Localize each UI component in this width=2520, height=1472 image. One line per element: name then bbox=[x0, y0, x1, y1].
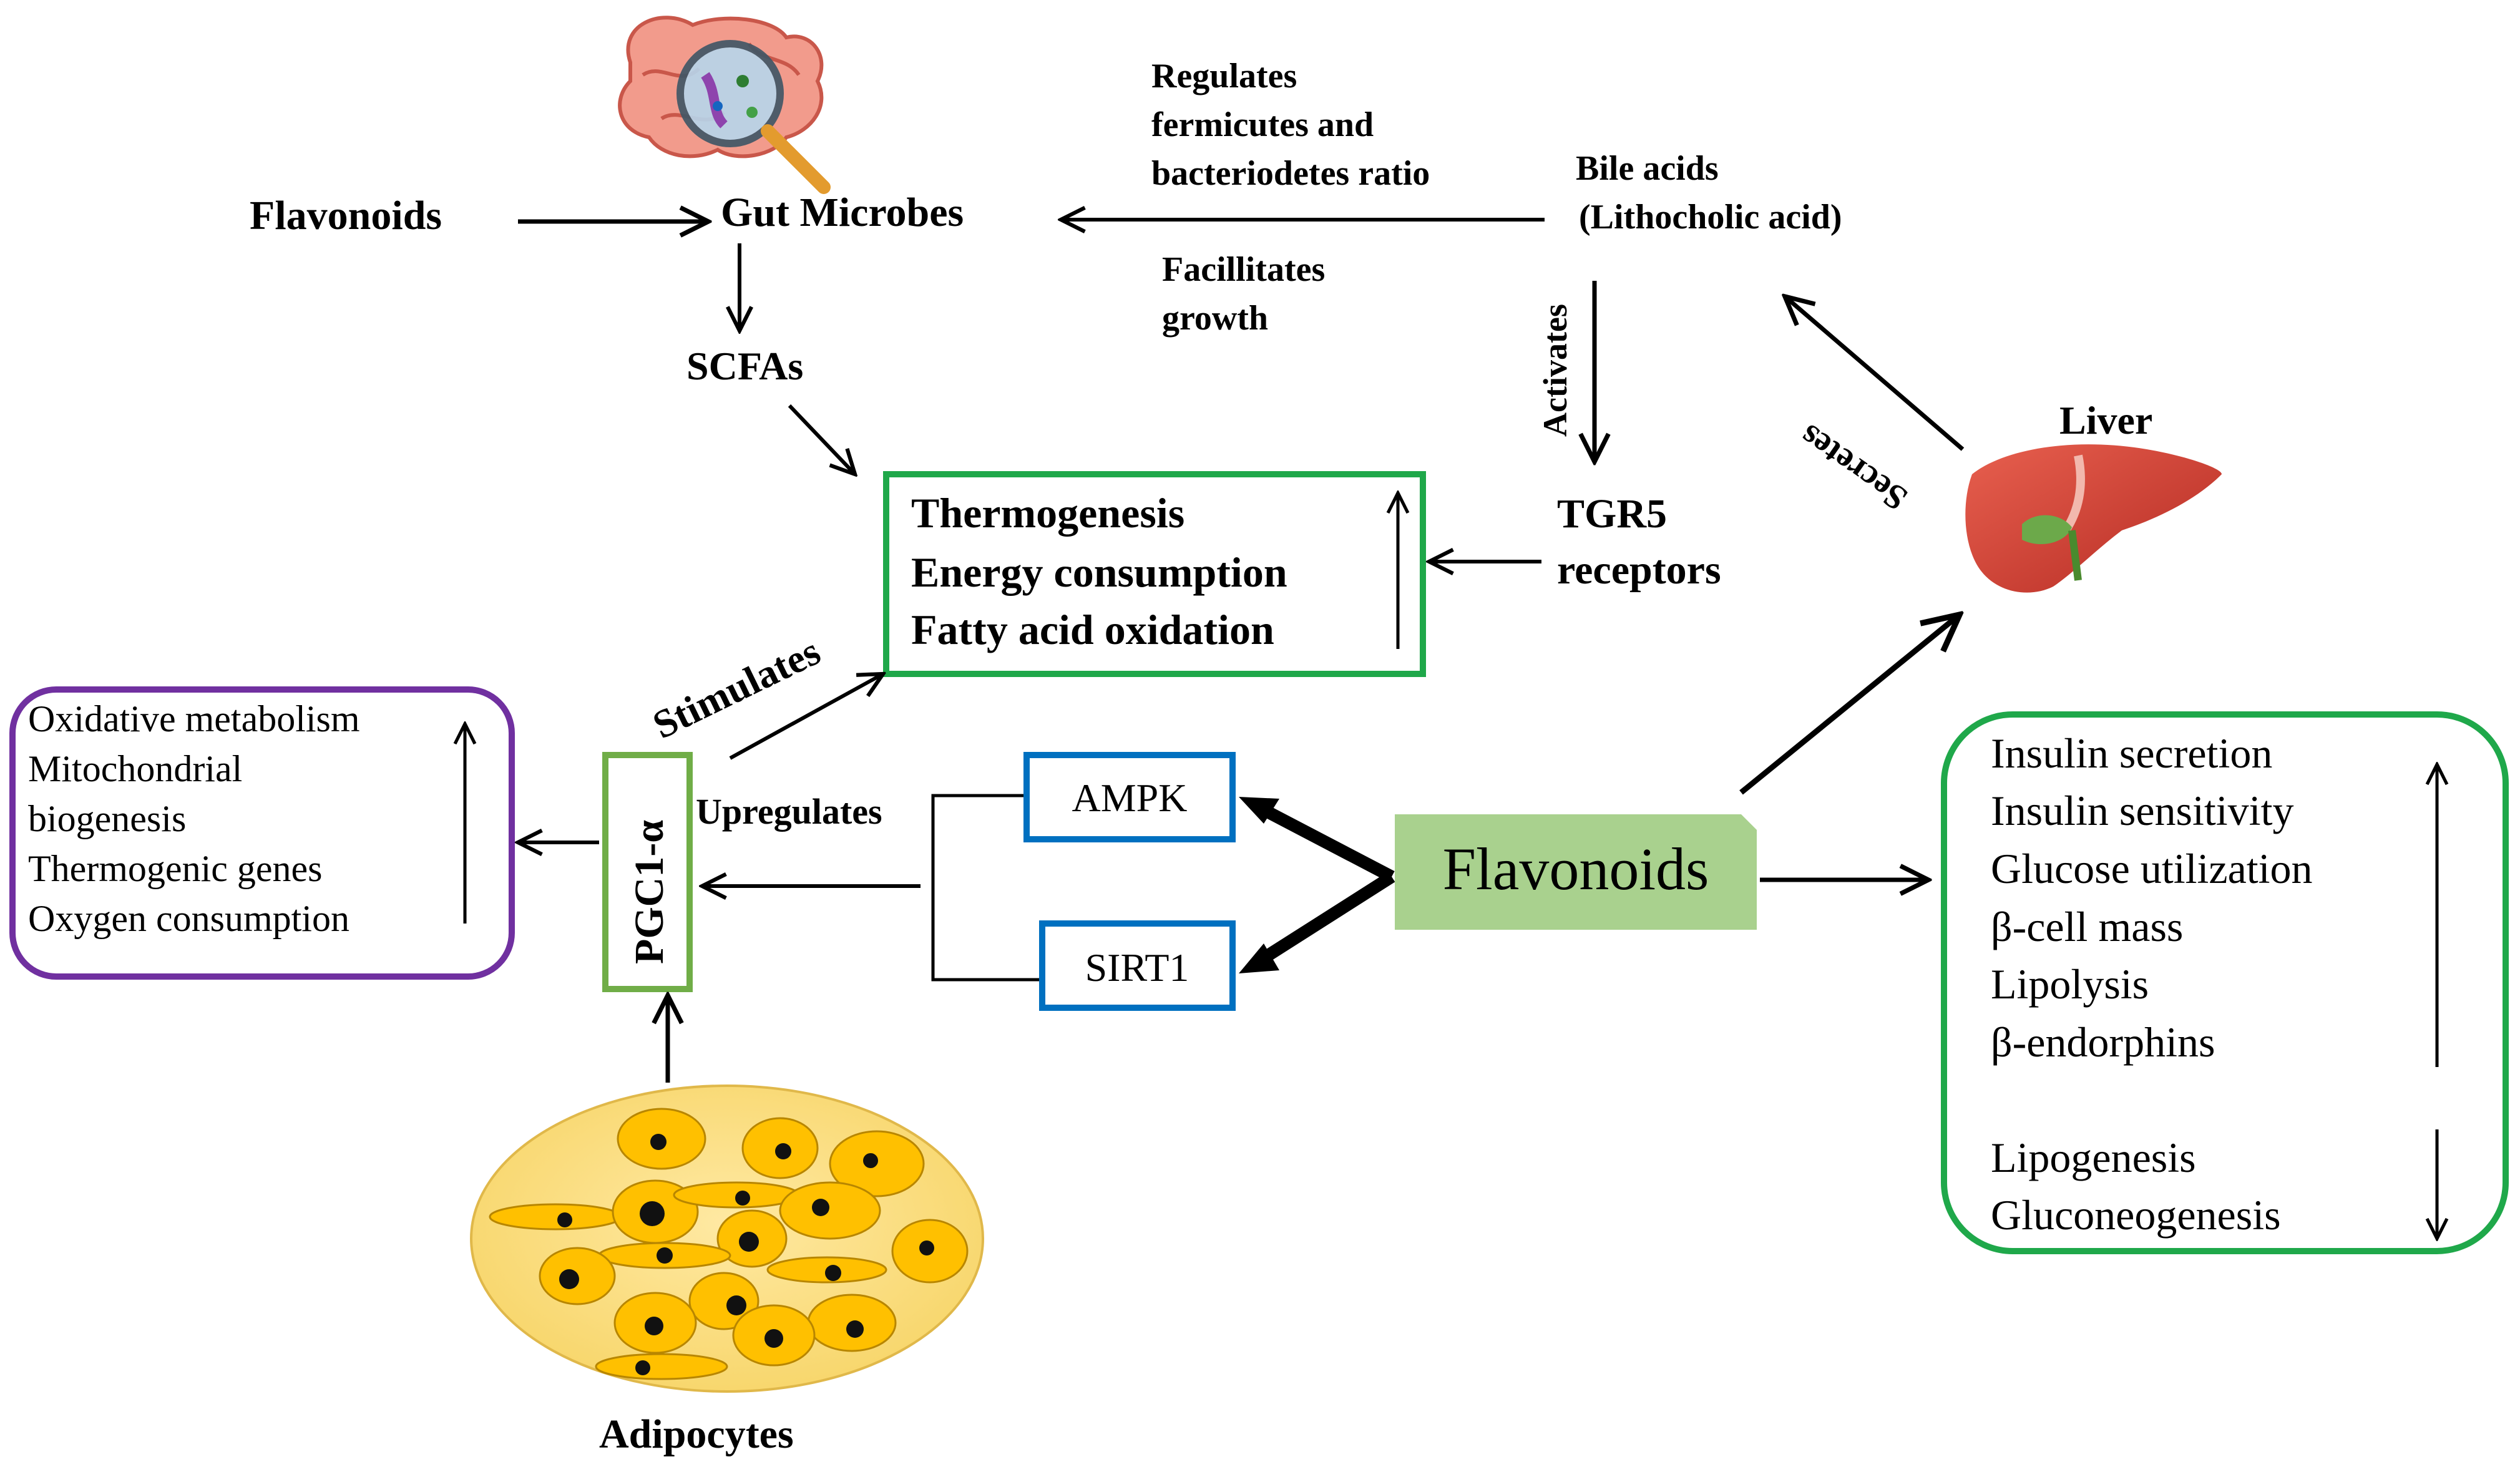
pgc-to-thermo-arrow bbox=[729, 674, 883, 760]
thermo-item: Fatty acid oxidation bbox=[911, 606, 1274, 653]
flavonoids-top-label: Flavonoids bbox=[250, 193, 442, 238]
adipocyte-cluster-icon bbox=[470, 1085, 984, 1393]
bile-acids-line-2: (Lithocholic acid) bbox=[1579, 198, 1842, 236]
bile-acids-line-1: Bile acids bbox=[1576, 149, 1719, 188]
facilitates-line-2: growth bbox=[1162, 299, 1268, 338]
ampk-label: AMPK bbox=[1072, 776, 1188, 820]
liver-icon bbox=[1965, 444, 2222, 593]
thermogenesis-box: Thermogenesis Energy consumption Fatty a… bbox=[883, 471, 1426, 677]
flavonoids-to-sirt1-head bbox=[1239, 943, 1279, 973]
insulin-down-item: Gluconeogenesis bbox=[1991, 1191, 2281, 1239]
scfas-label: SCFAs bbox=[686, 344, 803, 388]
upregulates-label: Upregulates bbox=[696, 791, 882, 832]
gut-magnifier-icon bbox=[618, 16, 831, 194]
liver-label: Liver bbox=[2059, 398, 2152, 442]
flavonoids-to-sirt1-arrow bbox=[1251, 871, 1395, 970]
regulates-line-3: bacteriodetes ratio bbox=[1151, 154, 1430, 193]
insulin-up-item: Glucose utilization bbox=[1991, 845, 2313, 892]
flavonoids-center-label: Flavonoids bbox=[1443, 836, 1709, 902]
tgr5-line-1: TGR5 bbox=[1557, 491, 1667, 537]
sirt1-label: SIRT1 bbox=[1085, 945, 1189, 990]
oxidative-item: Mitochondrial bbox=[28, 748, 242, 789]
facilitates-line-1: Facillitates bbox=[1162, 250, 1325, 289]
flavonoids-to-ampk-head bbox=[1239, 797, 1279, 824]
oxidative-item: Oxidative metabolism bbox=[28, 698, 360, 739]
flavonoids-to-liver-arrow bbox=[1739, 615, 1960, 795]
regulates-line-2: fermicutes and bbox=[1151, 105, 1374, 144]
stimulates-label: Stimulates bbox=[646, 629, 827, 748]
oxidative-item: biogenesis bbox=[28, 798, 186, 839]
flavonoids-center-box: Flavonoids bbox=[1395, 814, 1757, 930]
insulin-up-item: Insulin secretion bbox=[1991, 729, 2272, 777]
flavonoids-to-ampk-arrow bbox=[1251, 799, 1395, 882]
insulin-up-item: β-endorphins bbox=[1991, 1018, 2215, 1066]
oxidative-metabolism-box: Oxidative metabolism Mitochondrial bioge… bbox=[9, 686, 515, 980]
scfas-to-thermo-arrow bbox=[788, 404, 855, 474]
adipocytes-label: Adipocytes bbox=[599, 1411, 794, 1457]
liver-to-bile-arrow bbox=[1785, 296, 1965, 451]
insulin-up-item: Lipolysis bbox=[1991, 960, 2149, 1008]
activates-label: Activates bbox=[1536, 304, 1574, 437]
ampk-sirt1-bracket bbox=[931, 794, 1042, 982]
thermo-item: Thermogenesis bbox=[911, 489, 1184, 537]
oxidative-item: Thermogenic genes bbox=[28, 848, 322, 889]
gut-microbes-label: Gut Microbes bbox=[721, 190, 964, 235]
pgc1-alpha-box: PGC1-α bbox=[602, 752, 693, 992]
insulin-up-item: β-cell mass bbox=[1991, 903, 2183, 950]
insulin-effects-box: Insulin secretion Insulin sensitivity Gl… bbox=[1941, 711, 2509, 1254]
thermo-item: Energy consumption bbox=[911, 548, 1287, 596]
secretes-label: Secretes bbox=[1792, 417, 1914, 519]
insulin-down-item: Lipogenesis bbox=[1991, 1134, 2196, 1181]
insulin-up-item: Insulin sensitivity bbox=[1991, 787, 2293, 834]
pgc1-alpha-label: PGC1-α bbox=[627, 820, 672, 964]
ampk-box: AMPK bbox=[1023, 752, 1236, 842]
oxidative-item: Oxygen consumption bbox=[28, 898, 349, 939]
sirt1-box: SIRT1 bbox=[1039, 920, 1236, 1011]
regulates-line-1: Regulates bbox=[1151, 57, 1297, 95]
tgr5-line-2: receptors bbox=[1557, 547, 1721, 593]
